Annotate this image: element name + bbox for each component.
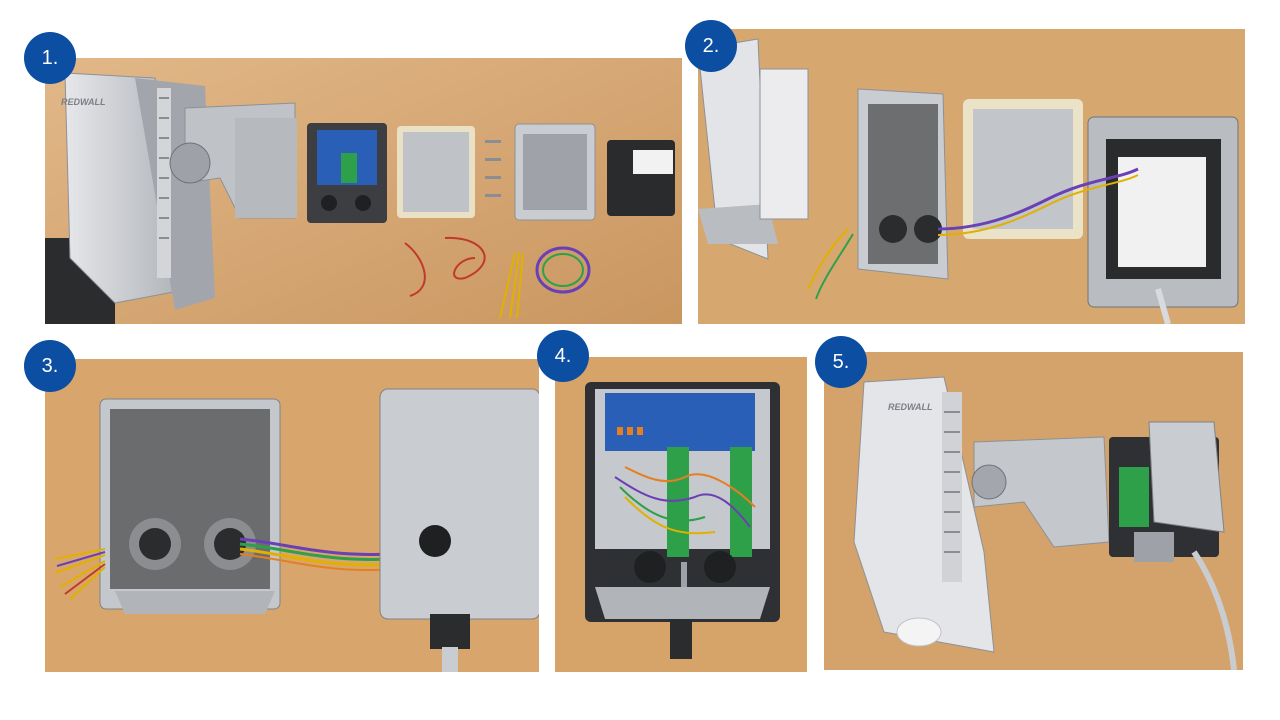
photo-step-3 <box>45 359 539 672</box>
brand-logo-5: REDWALL <box>888 402 933 412</box>
step-badge-5: 5. <box>815 336 867 388</box>
step-badge-4: 4. <box>537 330 589 382</box>
photo-step-5: REDWALL <box>824 352 1243 670</box>
photo-step-1: REDWALL <box>45 58 682 324</box>
brand-logo-1: REDWALL <box>61 97 106 107</box>
step-badge-1: 1. <box>24 32 76 84</box>
step-badge-2: 2. <box>685 20 737 72</box>
photo-step-2 <box>698 29 1245 324</box>
step-badge-3: 3. <box>24 340 76 392</box>
photo-step-4 <box>555 357 807 672</box>
